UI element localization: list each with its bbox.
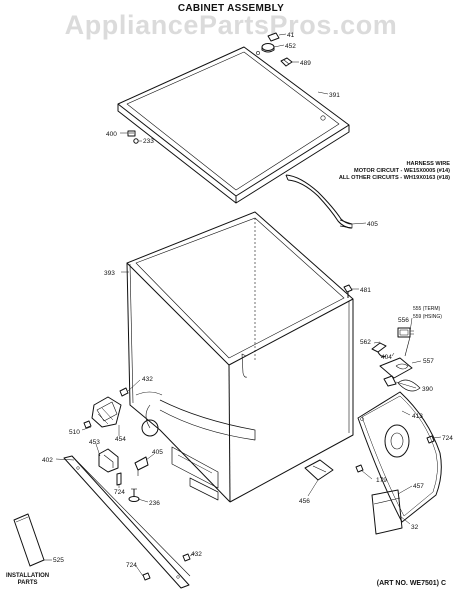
- installation-label-line2: PARTS: [17, 580, 38, 586]
- leader-lines: [44, 33, 442, 577]
- label-405b: 405: [152, 449, 163, 456]
- screw-510: [83, 420, 92, 429]
- installation-parts-bag: [13, 513, 45, 567]
- lid-stop-452: [261, 43, 275, 53]
- label-510: 510: [69, 429, 80, 436]
- label-556: 556: [398, 317, 409, 324]
- label-724-right: 724: [442, 435, 453, 442]
- installation-parts-label: INSTALLATION PARTS: [6, 573, 49, 587]
- part-labels: 41 452 489 391 400 233 405 393 481 555 (…: [42, 32, 453, 569]
- label-562: 562: [360, 339, 371, 346]
- cabinet-shell: [126, 211, 354, 503]
- label-559: 559 (HSING): [413, 314, 442, 320]
- door-switch-assembly: [371, 327, 421, 392]
- harness-note-line2: MOTOR CIRCUIT - WE15X0005 (#14): [354, 168, 450, 174]
- label-390: 390: [422, 386, 433, 393]
- installation-label-line1: INSTALLATION: [6, 573, 50, 579]
- harness-note-line1: HARNESS WIRE: [406, 161, 450, 167]
- harness-note-line3: ALL OTHER CIRCUITS - WH19X0163 (#18): [338, 175, 450, 181]
- label-481: 481: [360, 287, 371, 294]
- lint-filter-454: [91, 396, 122, 428]
- toe-kick-panel: [63, 455, 191, 589]
- clip-489: [280, 57, 293, 67]
- label-432: 432: [142, 376, 153, 383]
- leveling-leg-236: [128, 488, 140, 502]
- screw-432-bottom: [182, 553, 191, 562]
- screw-233: [133, 138, 139, 144]
- label-432-bottom: 432: [191, 551, 202, 558]
- label-453: 453: [89, 439, 100, 446]
- label-179: 179: [376, 477, 387, 484]
- screw-724-bottom: [142, 572, 151, 581]
- label-400: 400: [106, 131, 117, 138]
- leg-bracket-453: [98, 448, 119, 473]
- hinge-clip-41: [267, 32, 280, 42]
- label-236: 236: [149, 500, 160, 507]
- label-404: 404: [381, 354, 392, 361]
- label-413: 413: [412, 413, 423, 420]
- label-457: 457: [413, 483, 424, 490]
- label-724-mid: 724: [114, 489, 125, 496]
- screw-179: [355, 464, 364, 473]
- label-233: 233: [143, 138, 154, 145]
- harness-wire-note: HARNESS WIRE MOTOR CIRCUIT - WE15X0005 (…: [300, 161, 450, 182]
- screw-400: [127, 130, 136, 137]
- screw-481: [343, 284, 353, 298]
- label-489: 489: [300, 60, 311, 67]
- label-555: 555 (TERM): [413, 306, 441, 312]
- screw-724-mid: [116, 472, 122, 486]
- screw-724-right: [426, 435, 435, 444]
- label-456: 456: [299, 498, 310, 505]
- label-452: 452: [285, 43, 296, 50]
- label-724-bottom: 724: [126, 562, 137, 569]
- label-525: 525: [53, 557, 64, 564]
- label-405: 405: [367, 221, 378, 228]
- label-41: 41: [287, 32, 295, 39]
- door-catch-432: [119, 387, 129, 397]
- art-number: (ART NO. WE7501) C: [376, 580, 446, 587]
- harness-wire: [285, 174, 353, 229]
- door-handle-457: [371, 489, 403, 535]
- label-32: 32: [411, 524, 419, 531]
- label-393: 393: [104, 270, 115, 277]
- label-557: 557: [423, 358, 434, 365]
- diagram-title: CABINET ASSEMBLY: [177, 3, 285, 14]
- bracket-405b: [134, 456, 149, 476]
- label-391: 391: [329, 92, 340, 99]
- hinge-bracket-456: [304, 459, 334, 481]
- label-402: 402: [42, 457, 53, 464]
- door-panel: [357, 391, 442, 523]
- label-454: 454: [115, 436, 126, 443]
- top-panel: [117, 46, 350, 204]
